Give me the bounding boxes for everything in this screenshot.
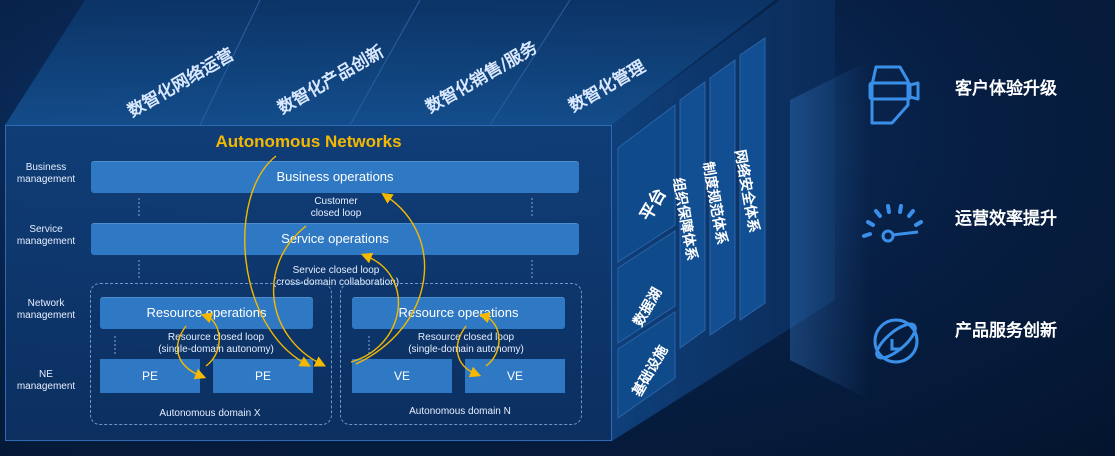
domain-n-resource-operations: Resource operations bbox=[352, 297, 565, 329]
globe-icon bbox=[873, 318, 919, 364]
domain-x-ne-pe-2: PE bbox=[213, 359, 313, 393]
top-face bbox=[5, 0, 775, 126]
service-loop-label: Service closed loop (cross-domain collab… bbox=[272, 265, 400, 288]
domain-n-ne-ve-1: VE bbox=[352, 359, 452, 393]
domain-n-ne-ve-2: VE bbox=[465, 359, 565, 393]
business-operations-bar: Business operations bbox=[91, 161, 579, 193]
autonomous-domain-x bbox=[90, 283, 332, 425]
domain-x-label: Autonomous domain X bbox=[159, 408, 261, 419]
gauge-icon bbox=[862, 204, 923, 243]
benefit-label-2: 运营效率提升 bbox=[955, 209, 1057, 229]
domain-n-loop-label: Resource closed loop (single-domain auto… bbox=[408, 332, 524, 355]
domain-n-label: Autonomous domain N bbox=[409, 406, 511, 417]
side-face bbox=[612, 0, 835, 441]
domain-x-resource-operations: Resource operations bbox=[100, 297, 313, 329]
benefit-label-3: 产品服务创新 bbox=[955, 321, 1057, 341]
benefit-label-1: 客户体验升级 bbox=[955, 79, 1057, 99]
diagram-title: Autonomous Networks bbox=[215, 132, 402, 151]
domain-x-ne-pe-1: PE bbox=[100, 359, 200, 393]
autonomous-domain-n bbox=[340, 283, 582, 425]
domain-x-loop-label: Resource closed loop (single-domain auto… bbox=[158, 332, 274, 355]
light-beam bbox=[790, 60, 870, 400]
vr-headset-icon bbox=[868, 65, 920, 125]
